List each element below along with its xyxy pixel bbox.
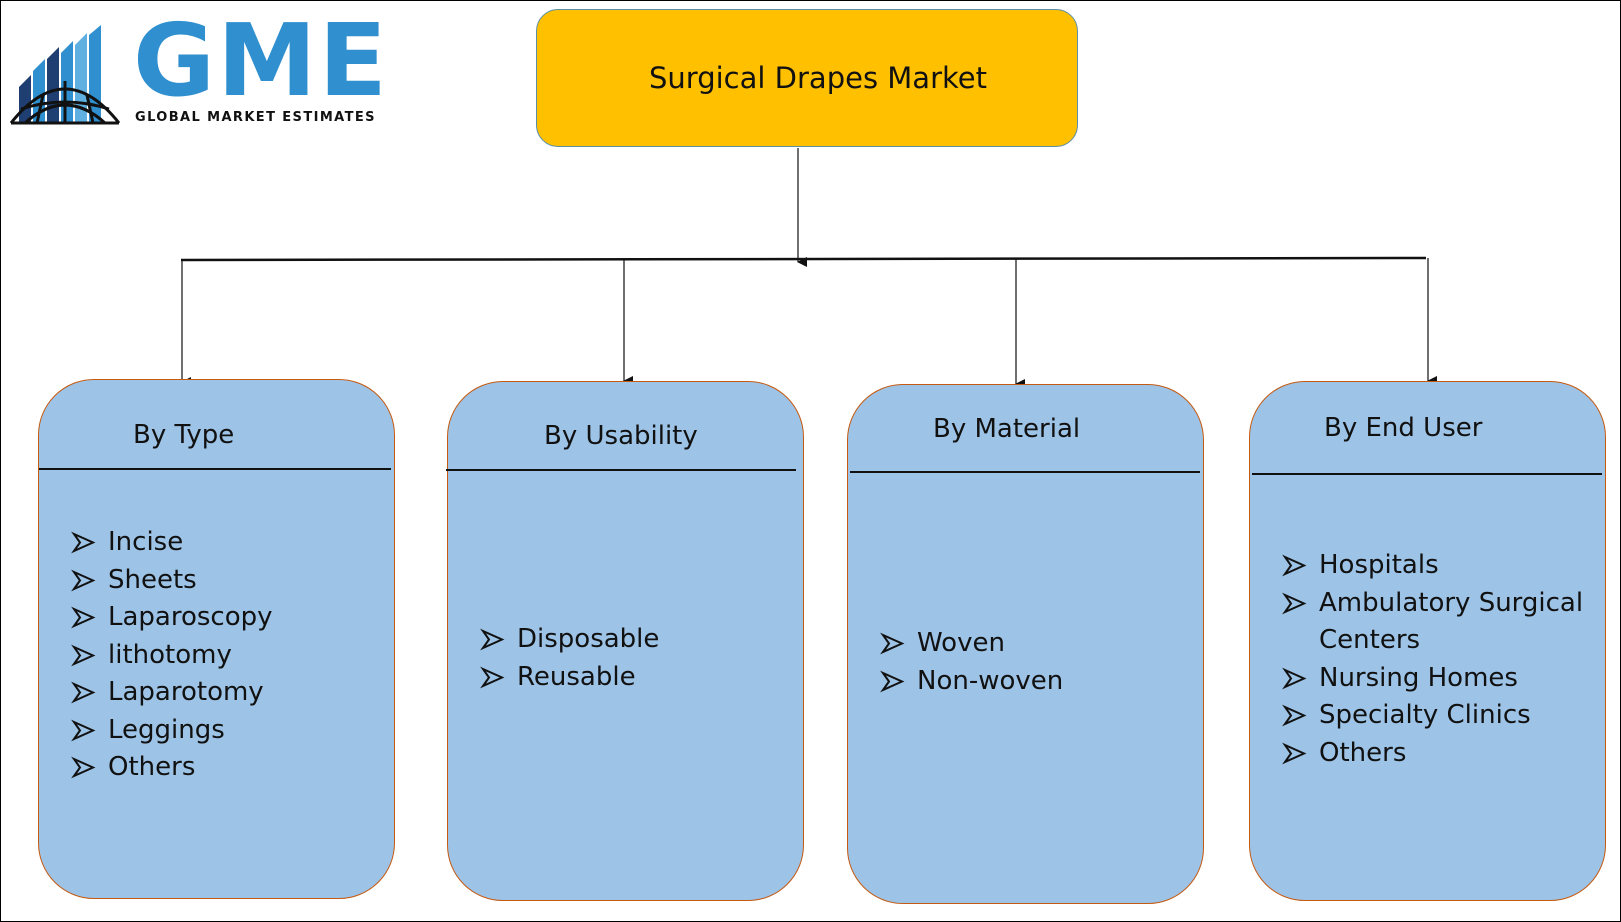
list-item: lithotomy: [71, 637, 273, 675]
arrow-bullet-icon: [1282, 667, 1307, 689]
category-by-end-user: By End User Hospitals Ambulatory Surgica…: [1249, 381, 1606, 901]
arrow-bullet-icon: [71, 681, 96, 704]
list-item: Incise: [71, 524, 273, 562]
heading-divider: [446, 469, 796, 471]
list-item: Others: [1282, 735, 1595, 773]
arrow-bullet-icon: [1282, 554, 1307, 577]
category-by-material: By Material Woven Non-woven: [847, 384, 1204, 904]
list-item: Ambulatory Surgical Centers: [1282, 585, 1595, 660]
logo-tagline: GLOBAL MARKET ESTIMATES: [135, 110, 376, 125]
category-heading: By Material: [933, 414, 1081, 444]
gme-logo: GME GLOBAL MARKET ESTIMATES: [7, 11, 411, 131]
list-item: Nursing Homes: [1282, 660, 1595, 698]
list-item: Sheets: [71, 562, 273, 600]
arrow-bullet-icon: [71, 756, 96, 779]
arrow-bullet-icon: [1282, 704, 1307, 727]
logo-wordmark: GME: [133, 2, 389, 119]
arrow-bullet-icon: [480, 628, 505, 651]
list-item: Laparoscopy: [71, 599, 273, 637]
list-item: Laparotomy: [71, 674, 273, 712]
arrow-bullet-icon: [480, 666, 505, 688]
list-item: Leggings: [71, 712, 273, 750]
horizontal-bus: [180, 256, 1427, 262]
arrow-bullet-icon: [71, 606, 96, 629]
list-item: Reusable: [480, 659, 659, 697]
list-item: Specialty Clinics: [1282, 697, 1595, 735]
list-item: Hospitals: [1282, 547, 1595, 585]
list-item: Others: [71, 749, 273, 787]
root-node: Surgical Drapes Market: [536, 9, 1078, 147]
category-by-usability: By Usability Disposable Reusable: [446, 381, 804, 901]
arrow-bullet-icon: [71, 531, 96, 554]
globe-bars-logo-icon: [9, 25, 121, 125]
category-heading: By Type: [133, 420, 235, 450]
list-item: Woven: [880, 625, 1063, 663]
arrow-bullet-icon: [71, 569, 96, 591]
category-items: Woven Non-woven: [880, 625, 1063, 700]
arrow-bullet-icon: [71, 644, 96, 666]
arrow-bullet-icon: [880, 632, 905, 655]
arrow-bullet-icon: [880, 670, 905, 692]
heading-divider: [39, 468, 391, 470]
arrow-bullet-icon: [1282, 742, 1307, 764]
arrow-bullet-icon: [1282, 592, 1307, 614]
category-items: Incise Sheets Laparoscopy lithotomy Lapa…: [71, 524, 273, 787]
category-items: Hospitals Ambulatory Surgical Centers Nu…: [1282, 547, 1595, 772]
root-title: Surgical Drapes Market: [649, 61, 987, 95]
list-item: Non-woven: [880, 663, 1063, 701]
list-item: Disposable: [480, 621, 659, 659]
heading-divider: [1252, 473, 1602, 475]
arrow-bullet-icon: [71, 719, 96, 741]
category-by-type: By Type Incise Sheets Laparoscopy lithot…: [38, 379, 395, 899]
category-heading: By Usability: [544, 421, 698, 451]
heading-divider: [850, 471, 1200, 473]
category-items: Disposable Reusable: [480, 621, 659, 696]
category-heading: By End User: [1324, 413, 1483, 443]
